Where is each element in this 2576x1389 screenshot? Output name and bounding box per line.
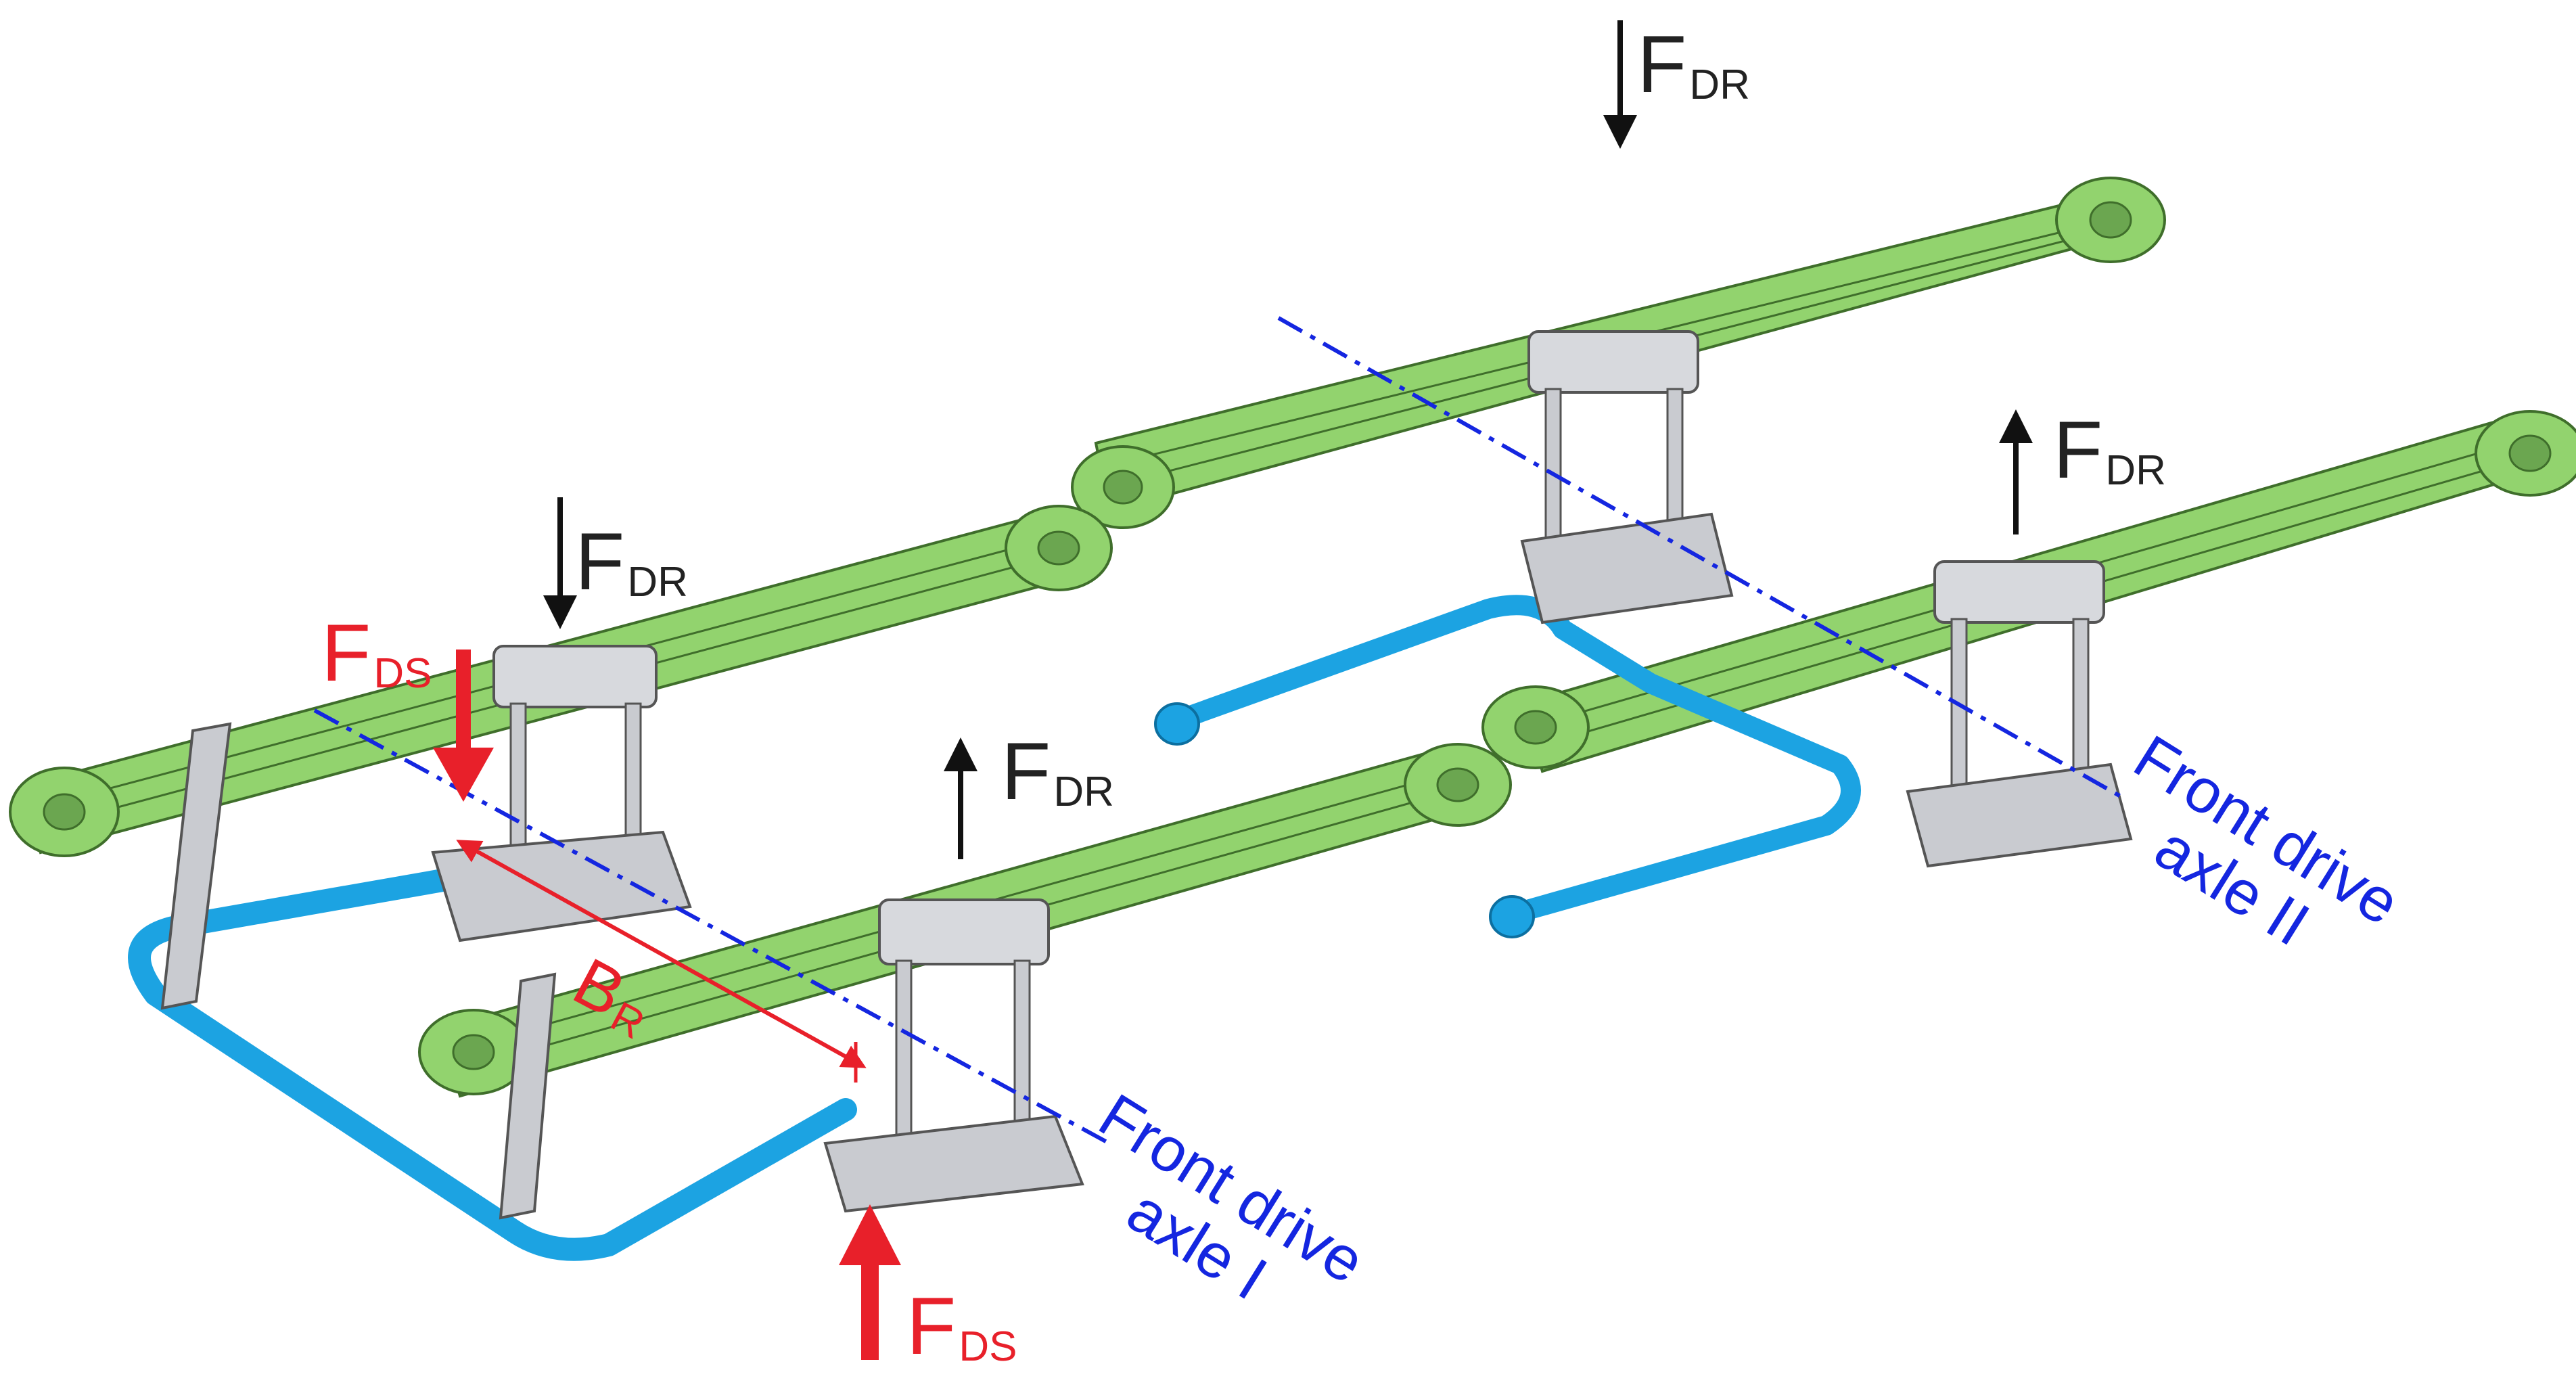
label-fdr-middle-sub: DR: [1053, 769, 1114, 815]
label-fdr-left-letter: F: [575, 516, 625, 607]
label-fds-top-sub: DS: [373, 650, 432, 697]
arrow-fdr-up-middle: [944, 737, 978, 859]
track-width-dimension: [456, 840, 867, 1068]
label-fds-top-letter: F: [321, 608, 371, 698]
arrow-fdr-down-top: [1603, 20, 1637, 149]
stabilizer-bar-rear: [1167, 595, 1861, 924]
axle-line-rear: [1277, 316, 2125, 800]
label-fdr-middle: FDR: [1001, 731, 1114, 815]
label-fdr-right-letter: F: [2053, 405, 2103, 495]
label-fds-top: FDS: [321, 612, 432, 695]
clamp-front-near: [823, 898, 1084, 1213]
stabilizer-end-rear-left: [1154, 702, 1200, 746]
stabilizer-end-rear-right: [1489, 895, 1535, 938]
clamp-rear-near: [1906, 560, 2133, 868]
label-fdr-right-sub: DR: [2105, 447, 2166, 494]
clamp-rear-far: [1520, 330, 1734, 624]
label-fdr-right: FDR: [2053, 409, 2166, 494]
label-fdr-top: FDR: [1637, 24, 1750, 108]
label-fdr-left: FDR: [575, 521, 688, 604]
label-fds-bottom-sub: DS: [959, 1323, 1017, 1370]
label-fdr-top-sub: DR: [1689, 62, 1750, 108]
arrow-fdr-down-left: [543, 497, 577, 629]
drop-link-left: [160, 722, 232, 1010]
arrow-fds-up: [839, 1204, 901, 1360]
arrow-fds-down: [433, 650, 494, 802]
label-fds-bottom: FDS: [906, 1285, 1017, 1370]
arrow-fdr-up-right: [1999, 409, 2033, 534]
label-fdr-middle-letter: F: [1001, 726, 1051, 817]
label-fds-bottom-letter: F: [906, 1281, 957, 1371]
label-fdr-left-sub: DR: [627, 559, 688, 606]
label-fdr-top-letter: F: [1637, 19, 1687, 110]
